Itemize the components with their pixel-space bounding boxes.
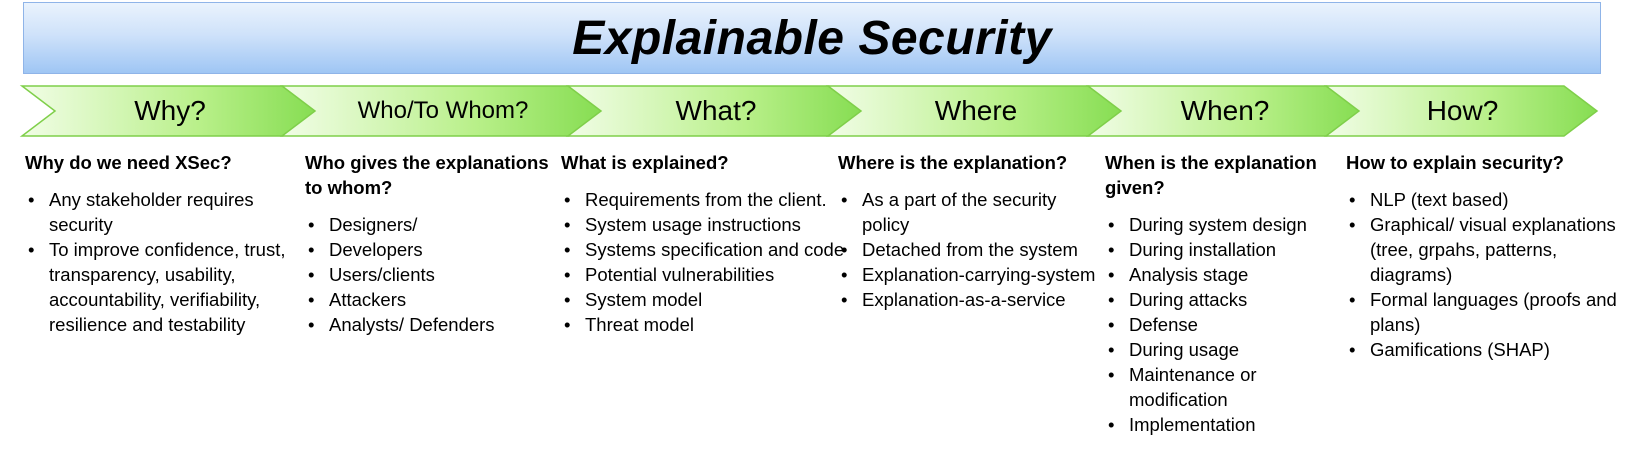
list-item: Developers	[305, 237, 555, 262]
chevron-label-when: When?	[1180, 95, 1270, 126]
column-why: Why do we need XSec? Any stakeholder req…	[25, 150, 320, 337]
list-item: To improve confidence, trust, transparen…	[25, 237, 320, 337]
column-heading: Why do we need XSec?	[25, 152, 232, 173]
list-item: Explanation-as-a-service	[838, 287, 1108, 312]
list-item: During system design	[1105, 212, 1340, 237]
chevron-label-how: How?	[1426, 95, 1499, 126]
list-item: Systems specification and code	[561, 237, 846, 262]
list-item: During installation	[1105, 237, 1340, 262]
list-item: Explanation-carrying-system	[838, 262, 1108, 287]
list-item: As a part of the security policy	[838, 187, 1108, 237]
list-item: Defense	[1105, 312, 1340, 337]
list-item: System model	[561, 287, 846, 312]
list-item: Formal languages (proofs and plans)	[1346, 287, 1621, 337]
list-item: Maintenance or modification	[1105, 362, 1340, 412]
column-heading: Who gives the explanations to whom?	[305, 152, 549, 198]
list-item: During usage	[1105, 337, 1340, 362]
list-item: Requirements from the client.	[561, 187, 846, 212]
column-list: Designers/ Developers Users/clients Atta…	[305, 212, 555, 337]
column-heading: How to explain security?	[1346, 152, 1564, 173]
chevron-label-what: What?	[675, 95, 757, 126]
list-item: Graphical/ visual explanations (tree, gr…	[1346, 212, 1621, 287]
title-banner: Explainable Security	[23, 2, 1601, 74]
list-item: Detached from the system	[838, 237, 1108, 262]
list-item: System usage instructions	[561, 212, 846, 237]
list-item: Attackers	[305, 287, 555, 312]
column-list: NLP (text based) Graphical/ visual expla…	[1346, 187, 1621, 362]
list-item: Designers/	[305, 212, 555, 237]
list-item: Gamifications (SHAP)	[1346, 337, 1621, 362]
column-when: When is the explanation given? During sy…	[1105, 150, 1340, 437]
column-heading: When is the explanation given?	[1105, 152, 1317, 198]
column-heading: What is explained?	[561, 152, 729, 173]
list-item: Potential vulnerabilities	[561, 262, 846, 287]
list-item: NLP (text based)	[1346, 187, 1621, 212]
chevron-label-why: Why?	[134, 95, 206, 126]
column-what: What is explained? Requirements from the…	[561, 150, 846, 337]
list-item: Threat model	[561, 312, 846, 337]
column-list: Requirements from the client. System usa…	[561, 187, 846, 337]
column-list: During system design During installation…	[1105, 212, 1340, 437]
column-heading: Where is the explanation?	[838, 152, 1068, 173]
column-where: Where is the explanation? As a part of t…	[838, 150, 1108, 312]
list-item: Users/clients	[305, 262, 555, 287]
diagram-title: Explainable Security	[572, 11, 1052, 65]
chevron-label-who: Who/To Whom?	[357, 97, 529, 124]
column-how: How to explain security? NLP (text based…	[1346, 150, 1621, 362]
column-list: As a part of the security policy Detache…	[838, 187, 1108, 312]
list-item: Analysts/ Defenders	[305, 312, 555, 337]
column-list: Any stakeholder requires security To imp…	[25, 187, 320, 337]
chevron-label-where: Where	[934, 95, 1018, 126]
list-item: Implementation	[1105, 412, 1340, 437]
list-item: During attacks	[1105, 287, 1340, 312]
list-item: Any stakeholder requires security	[25, 187, 320, 237]
chevron-how	[1323, 85, 1599, 137]
column-who: Who gives the explanations to whom? Desi…	[305, 150, 555, 337]
list-item: Analysis stage	[1105, 262, 1340, 287]
